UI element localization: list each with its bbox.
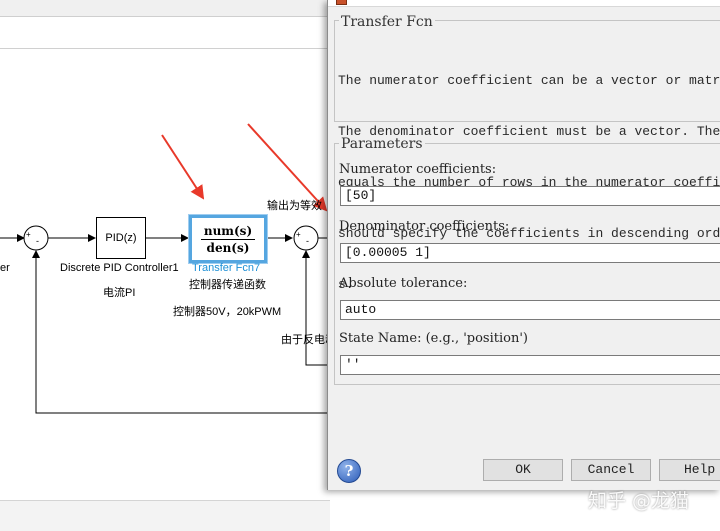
abstol-label: Absolute tolerance: xyxy=(339,276,468,291)
section-title: Transfer Fcn xyxy=(339,14,435,30)
sum-block-2 xyxy=(293,225,319,251)
output-note: 输出为等效 xyxy=(267,200,322,212)
sum1-minus-sign: - xyxy=(36,236,39,246)
state-name-input[interactable]: '' xyxy=(340,355,720,375)
transfer-fcn-block[interactable]: num(s) den(s) xyxy=(189,215,267,263)
left-block-label-fragment: er xyxy=(0,262,10,274)
controller-pwm-note: 控制器50V，20kPWM xyxy=(173,306,282,318)
sum-block-1 xyxy=(23,225,49,251)
model-toolbar xyxy=(0,18,330,49)
denominator-label: Denominator coefficients: xyxy=(339,219,510,234)
description-line: should specify the coefficients in desce… xyxy=(338,226,720,241)
transfer-fcn-group xyxy=(334,20,720,122)
dialog-titlebar[interactable] xyxy=(328,0,720,7)
transfer-fcn-name: Transfer Fcn7 xyxy=(192,262,261,274)
red-arrow-1 xyxy=(161,134,205,200)
wire-feedback-inner xyxy=(302,250,330,366)
description-line: s. xyxy=(338,277,354,292)
pid-block-note: 电流PI xyxy=(103,287,136,299)
annotation-arrows xyxy=(161,123,328,212)
help-button[interactable]: Help xyxy=(659,459,720,481)
help-question-icon[interactable]: ? xyxy=(337,459,361,483)
pid-block-name: Discrete PID Controller1 xyxy=(60,262,179,274)
block-parameters-dialog: Transfer Fcn The numerator coefficient c… xyxy=(327,0,720,490)
abstol-input[interactable]: auto xyxy=(340,300,720,320)
pid-block[interactable]: PID(z) xyxy=(96,217,146,259)
description-line: The numerator coefficient can be a vecto… xyxy=(338,73,720,88)
parameters-group xyxy=(334,143,720,385)
numerator-label: Numerator coefficients: xyxy=(339,162,497,177)
sum1-plus-sign: + xyxy=(26,230,31,239)
model-titlebar xyxy=(0,0,330,17)
cancel-button[interactable]: Cancel xyxy=(571,459,651,481)
tf-denominator: den(s) xyxy=(206,240,250,255)
state-name-label: State Name: (e.g., 'position') xyxy=(339,331,528,346)
numerator-input[interactable]: [50] xyxy=(340,186,720,206)
sum2-plus-sign: + xyxy=(296,230,301,239)
watermark-text: 知乎 @龙猫 xyxy=(588,490,690,512)
sum2-minus-sign: - xyxy=(306,236,309,246)
ok-button[interactable]: OK xyxy=(483,459,563,481)
transfer-fcn-note: 控制器传递函数 xyxy=(189,279,266,291)
matlab-block-icon xyxy=(336,0,347,5)
description-line: The denominator coefficient must be a ve… xyxy=(338,124,720,139)
tf-numerator: num(s) xyxy=(200,224,256,240)
feedback-note: 由于反电动 xyxy=(281,334,336,346)
wire-feedback-outer xyxy=(32,250,330,414)
model-statusbar xyxy=(0,500,330,531)
red-arrow-2 xyxy=(247,123,328,212)
denominator-input[interactable]: [0.00005 1] xyxy=(340,243,720,263)
transfer-fcn-fraction: num(s) den(s) xyxy=(200,224,256,255)
parameters-title: Parameters xyxy=(339,136,425,152)
